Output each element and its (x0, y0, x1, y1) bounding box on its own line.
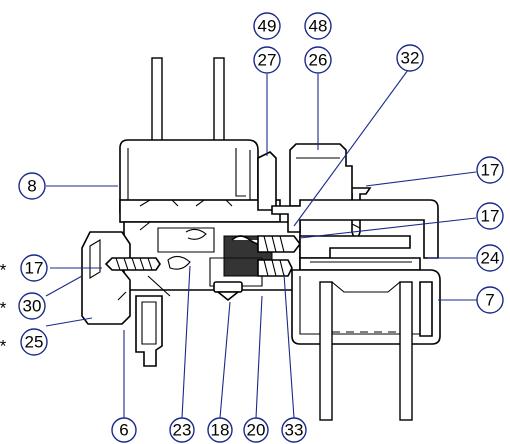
lower-glass-pane (319, 281, 413, 421)
top-hardware-block (257, 143, 353, 211)
svg-text:25: 25 (25, 333, 44, 352)
callout-7: 7 (476, 286, 504, 314)
svg-text:30: 30 (23, 297, 42, 316)
svg-text:*: * (0, 299, 7, 318)
svg-text:8: 8 (27, 177, 36, 196)
svg-text:23: 23 (173, 421, 192, 440)
svg-text:17: 17 (481, 207, 500, 226)
svg-text:17: 17 (25, 259, 44, 278)
svg-text:27: 27 (258, 51, 277, 70)
callout-30: * 30 (0, 292, 46, 320)
left-screw (104, 257, 161, 271)
callout-48: 48 (304, 12, 332, 40)
svg-text:20: 20 (247, 421, 266, 440)
svg-text:48: 48 (309, 17, 328, 36)
svg-text:7: 7 (485, 291, 494, 310)
callout-24: 24 (476, 244, 504, 272)
bottom-gasket-profile (135, 295, 163, 367)
glazing-bead-profile (81, 231, 131, 325)
callout-32: 32 (396, 44, 424, 72)
lower-center-screw (257, 259, 293, 277)
callout-6: 6 (111, 417, 137, 443)
svg-text:*: * (0, 261, 7, 280)
svg-text:24: 24 (481, 249, 500, 268)
callout-17-middle: 17 (476, 202, 504, 230)
leader-lines (45, 69, 478, 420)
svg-text:6: 6 (119, 421, 128, 440)
svg-text:26: 26 (309, 51, 328, 70)
callout-25: * 25 (0, 328, 48, 356)
svg-text:32: 32 (401, 49, 420, 68)
callout-8: 8 (18, 172, 46, 200)
svg-text:*: * (0, 337, 7, 356)
svg-text:33: 33 (285, 421, 304, 440)
callout-17-top: 17 (476, 156, 504, 184)
callout-49: 49 (253, 12, 281, 40)
svg-text:18: 18 (211, 421, 230, 440)
callout-27: 27 (253, 46, 281, 74)
sash-frame-profile (119, 139, 281, 223)
callout-20: 20 (243, 417, 269, 443)
center-screw (257, 235, 301, 253)
callout-17-left: * 17 (0, 254, 48, 282)
svg-text:17: 17 (481, 161, 500, 180)
callout-26: 26 (304, 46, 332, 74)
callout-23: 23 (169, 417, 195, 443)
callout-33: 33 (281, 417, 307, 443)
callout-18: 18 (207, 417, 233, 443)
svg-text:49: 49 (258, 17, 277, 36)
